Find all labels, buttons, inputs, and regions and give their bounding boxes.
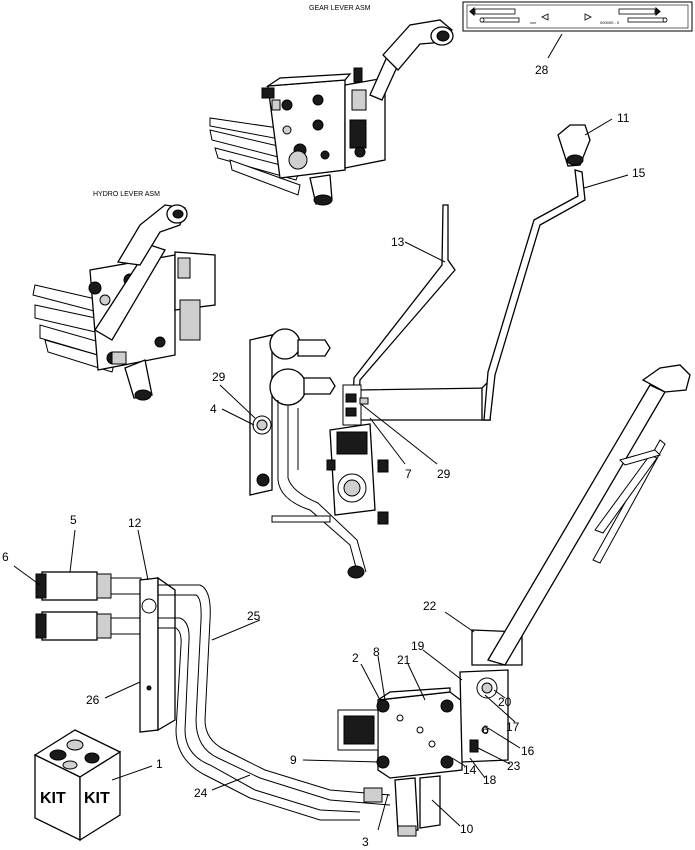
callout-2: 2 — [352, 651, 359, 665]
decal-text-left: xxx — [530, 20, 536, 25]
callout-5: 5 — [70, 513, 77, 527]
leader-lines — [13, 33, 629, 831]
callout-24: 24 — [194, 786, 208, 800]
callout-14: 14 — [463, 763, 477, 777]
kit-box-part-1: KIT KIT — [33, 729, 122, 842]
callout-28: 29 — [437, 467, 451, 481]
callout-10: 10 — [460, 822, 474, 836]
callout-6-lower: 6 — [482, 723, 489, 737]
callout-3: 3 — [362, 835, 369, 849]
callout-25: 25 — [247, 609, 261, 623]
arrow-right-icon — [655, 6, 661, 17]
hydro-lever-assembly — [32, 204, 216, 401]
callout-22: 22 — [423, 599, 437, 613]
kit-label-right: KIT — [84, 790, 110, 807]
callout-17: 17 — [506, 720, 520, 734]
hydro-lever-caption: HYDRO LEVER ASM — [93, 191, 160, 198]
callout-26: 26 — [86, 693, 100, 707]
callout-15: 15 — [632, 166, 646, 180]
decal-part-27: xxx 000000 - 0 — [462, 1, 693, 32]
arrow-left-icon — [469, 6, 475, 17]
callout-20: 20 — [498, 695, 512, 709]
callout-27: 28 — [535, 63, 549, 77]
callout-21: 21 — [397, 653, 411, 667]
callout-29: 29 — [212, 370, 226, 384]
callout-1: 1 — [156, 757, 163, 771]
callout-6: 6 — [2, 550, 9, 564]
control-bracket-assembly — [249, 124, 591, 579]
gear-lever-assembly — [209, 19, 454, 206]
callout-numbers: 28 11 15 13 29 4 7 29 5 6 12 25 26 2 8 2… — [2, 63, 646, 849]
callout-12: 12 — [128, 516, 142, 530]
callout-13: 13 — [391, 235, 405, 249]
callout-4: 4 — [210, 402, 217, 416]
kit-label-left: KIT — [40, 790, 66, 807]
callout-7: 7 — [405, 467, 412, 481]
callout-19: 19 — [411, 639, 425, 653]
callout-8: 8 — [373, 645, 380, 659]
callout-16: 16 — [521, 744, 535, 758]
arrow-right-icon — [584, 13, 592, 21]
callout-23: 23 — [507, 759, 521, 773]
callout-9: 9 — [290, 753, 297, 767]
gear-lever-caption: GEAR LEVER ASM — [309, 5, 371, 12]
lower-valve-assembly — [35, 364, 691, 837]
callout-11: 11 — [617, 111, 630, 125]
decal-text-right: 000000 - 0 — [600, 20, 620, 25]
callout-18: 18 — [483, 773, 497, 787]
arrow-left-icon — [541, 13, 549, 21]
